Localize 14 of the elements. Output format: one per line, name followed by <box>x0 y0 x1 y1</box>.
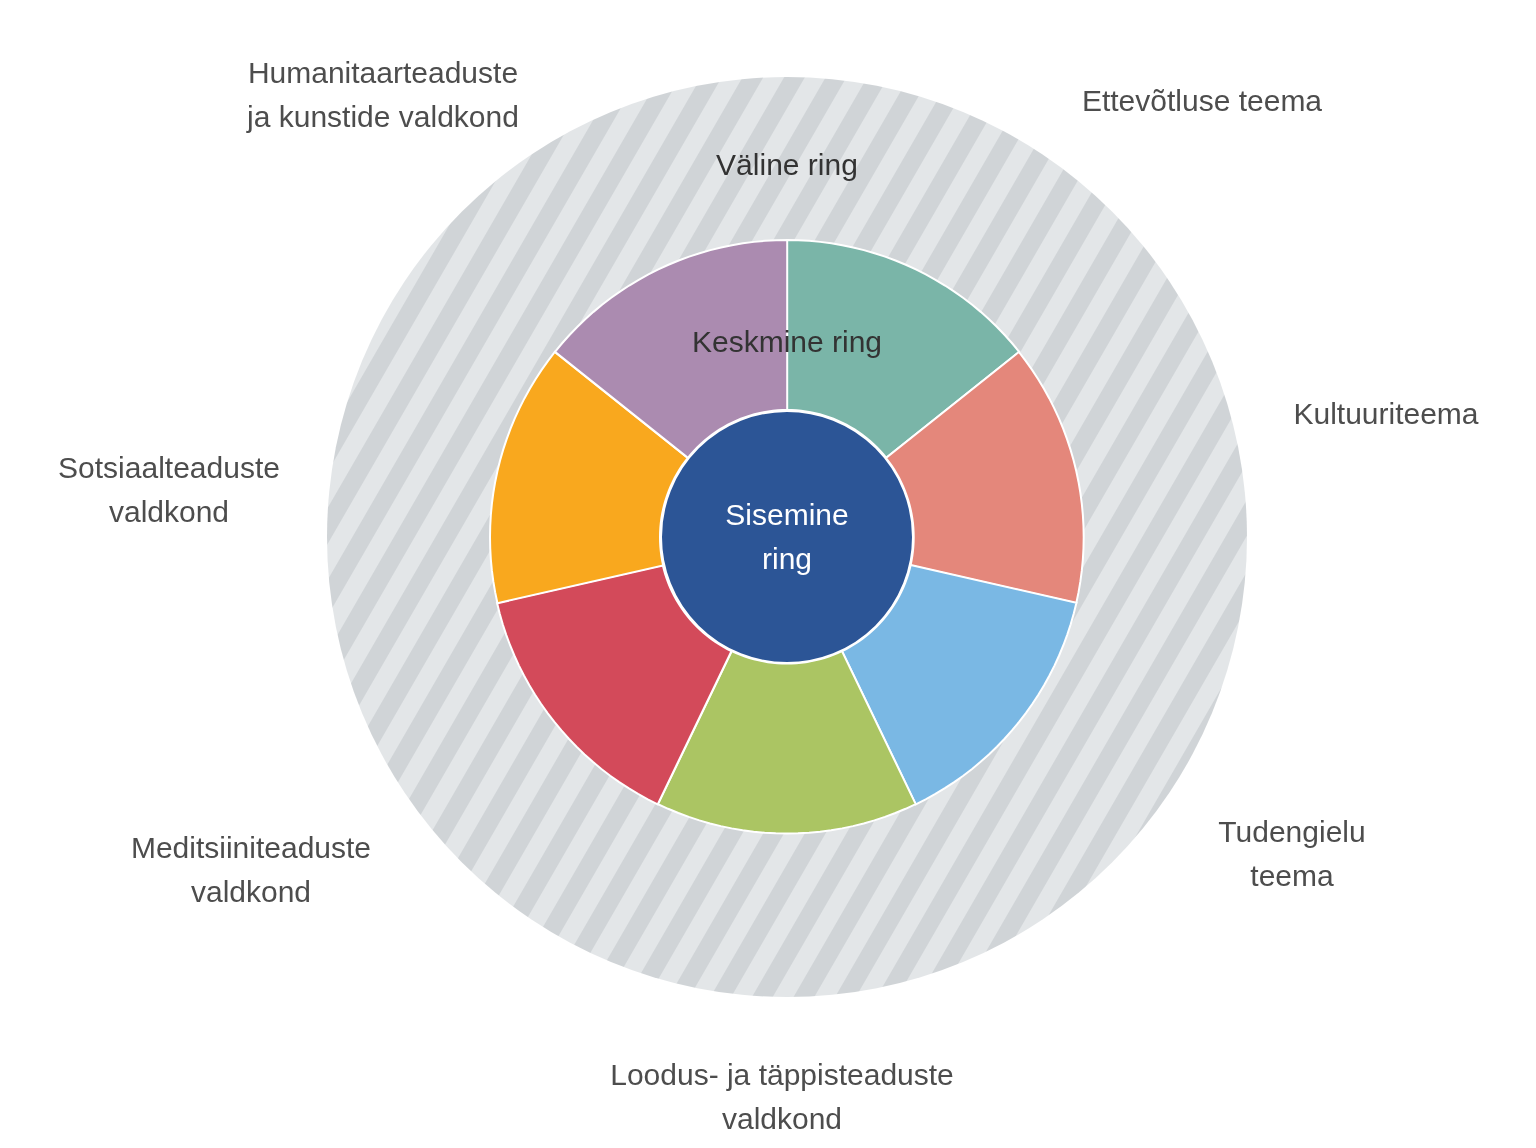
sector-label: Loodus- ja täppisteaduste valdkond <box>609 1057 955 1137</box>
ring-label: Väline ring <box>715 147 859 183</box>
sector-label: Ettevõtluse teema <box>1080 83 1324 119</box>
ring-sector <box>886 351 1084 604</box>
sector-label: Humanitaarteaduste ja kunstide valdkond <box>245 55 520 135</box>
sector-label: Meditsiiniteaduste valdkond <box>129 830 373 910</box>
sector-label: Tudengielu teema <box>1217 814 1367 894</box>
circle-label: Sisemine ring <box>724 497 850 577</box>
ring-sector <box>842 565 1077 805</box>
ring-sector <box>490 351 688 604</box>
sector-label: Kultuuriteema <box>1292 396 1480 432</box>
ring-sector <box>658 651 916 834</box>
sector-label: Sotsiaalteaduste valdkond <box>57 450 281 530</box>
ring-sector <box>497 565 732 805</box>
